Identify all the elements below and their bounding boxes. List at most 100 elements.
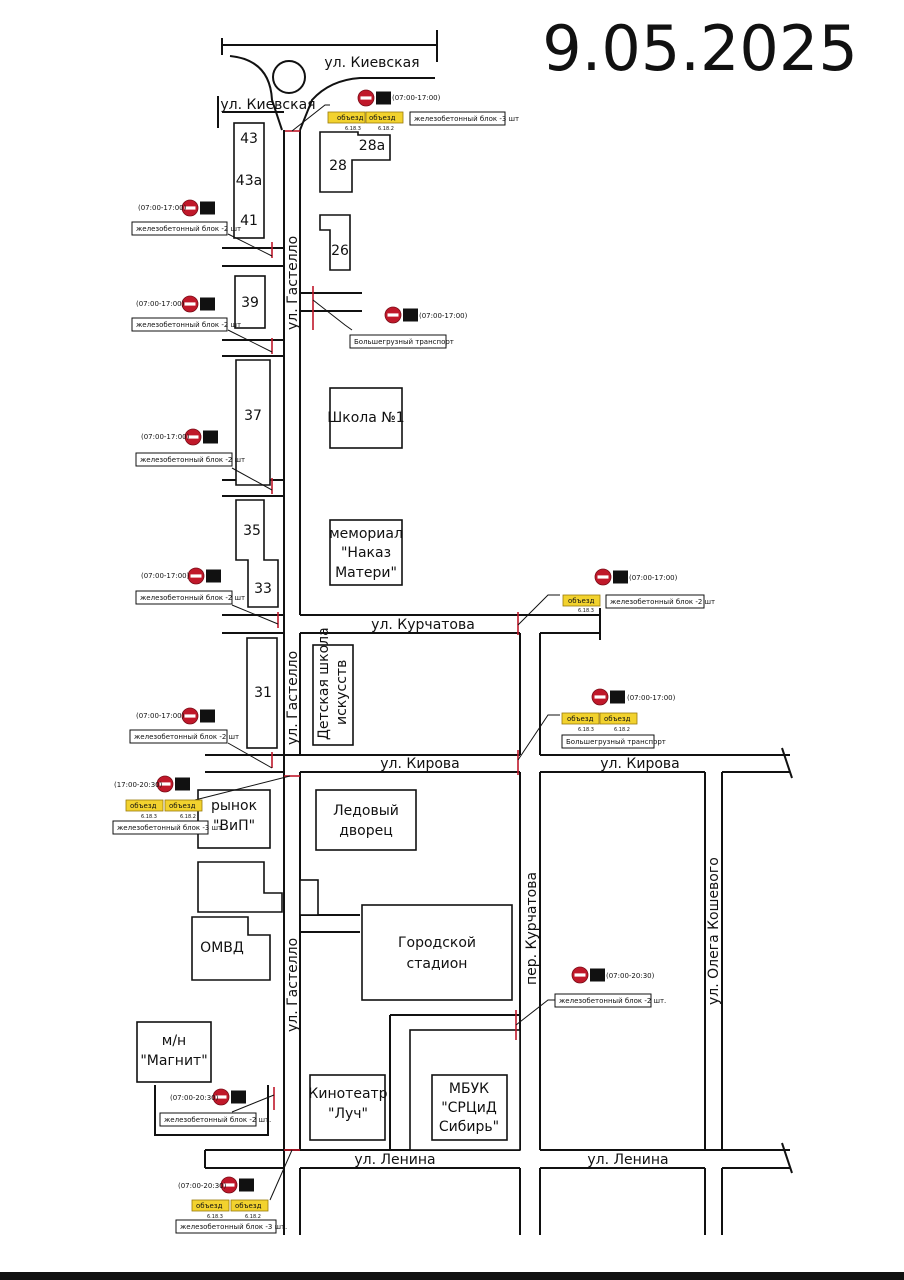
cinema-label-2: "Луч" [328,1106,368,1122]
map-date: 9.05.2025 [542,12,858,85]
building-26: 26 [331,243,349,259]
memorial-label-2: "Наказ [341,545,391,561]
mbuk-label-3: Сибирь" [439,1119,499,1135]
closure-barrier-note: железобетонный блок -2 шт. [164,1116,271,1124]
closure-lenina: (07:00-20:30) объезд объезд 6.18.3 6.18.… [175,1149,300,1234]
closure-barrier-note: железобетонный блок -2 шт [134,733,239,741]
memorial-label-1: мемориал [329,526,403,542]
closure-time: (07:00-17:00) [419,312,468,320]
sign-code-6-18-2: 6.18.2 [614,727,630,733]
street-label-koshevogo: ул. Олега Кошевого [706,857,722,1005]
detour-sign: объезд [568,597,595,605]
closure-barrier-note: железобетонный блок -2 шт [610,598,715,606]
closure-barrier-note: железобетонный блок -2 шт [136,225,241,233]
closure-barrier-note: железобетонный блок -3 шт. [180,1223,287,1231]
closure-kievskaya: (07:00-17:00) объезд объезд 6.18.3 6.18.… [285,89,519,132]
detour-sign-right: объезд [369,114,396,122]
closure-time: (07:00-17:00) [141,572,190,580]
closure-barrier-note: железобетонный блок -2 шт. [559,997,666,1005]
sign-code-6-18-2: 6.18.2 [378,126,394,132]
omvd-label: ОМВД [200,940,244,956]
closure-vehicle-note: Большегрузный транспорт [566,738,666,746]
building-41: 41 [240,213,258,229]
closure-time: (07:00-20:30) [170,1094,219,1102]
closure-west-31: (07:00-17:00) железобетонный блок -2 шт [129,707,273,769]
mbuk-label-1: МБУК [449,1081,489,1097]
buildings: 43 43а 41 39 37 35 33 31 28 28а 26 Школа… [136,122,521,1151]
sign-code-6-18-3: 6.18.3 [207,1214,223,1220]
closure-barrier-note: железобетонный блок -2 шт [140,456,245,464]
closure-time: (07:00-17:00) [136,300,185,308]
building-35: 35 [243,523,261,539]
closure-west-41: (07:00-17:00) железобетонный блок -2 шт [131,199,273,258]
market-label-2: "ВиП" [213,818,255,834]
closure-barrier-note: железобетонный блок -3 шт [117,824,222,832]
closure-time: (17:00-20:30) [114,781,163,789]
sign-code-6-18-3: 6.18.3 [578,608,594,614]
building-33: 33 [254,581,272,597]
mbuk-label-2: "СРЦиД [441,1100,497,1116]
street-label-kirova-west: ул. Кирова [380,756,459,772]
building-37: 37 [244,408,262,424]
sign-code-6-18-3: 6.18.3 [345,126,361,132]
closure-kirova-east: (07:00-17:00) объезд объезд 6.18.3 6.18.… [517,688,676,775]
street-label-kirova-east: ул. Кирова [600,756,679,772]
magnit-label-1: м/н [162,1033,186,1049]
detour-sign-left: объезд [130,802,157,810]
detour-sign-right: объезд [169,802,196,810]
art-school-label-1: Детская школа [316,627,332,740]
market-label-1: рынок [211,798,257,814]
closure-time: (07:00-20:30) [178,1182,227,1190]
closure-per-kurchatova: (07:00-20:30) железобетонный блок -2 шт. [515,966,666,1040]
sign-code-6-18-2: 6.18.2 [245,1214,261,1220]
closure-time: (07:00-17:00) [141,433,190,441]
bottom-bar [0,1272,904,1280]
detour-sign-right: объезд [604,715,631,723]
road-network [154,30,793,1235]
street-label-kurchatova: ул. Курчатова [371,617,475,633]
magnit-label-2: "Магнит" [140,1053,207,1069]
closure-time: (07:00-17:00) [138,204,187,212]
closure-barrier-note: железобетонный блок -2 шт [136,321,241,329]
cinema-label-1: Кинотеатр [308,1086,387,1102]
building-43: 43 [240,131,258,147]
building-39: 39 [241,295,259,311]
closure-time: (07:00-17:00) [629,574,678,582]
memorial-label-3: Матери" [335,565,397,581]
street-labels: ул. Киевская ул. Киевская ул. Гастелло у… [220,55,722,1168]
building-28: 28 [329,158,347,174]
stadium-label-2: стадион [407,956,468,972]
closure-time: (07:00-20:30) [606,972,655,980]
closure-east-26: (07:00-17:00) Большегрузный транспорт [312,286,468,349]
closure-west-39: (07:00-17:00) железобетонный блок -2 шт [131,295,273,354]
street-label-kievskaya-bottom: ул. Киевская [220,97,315,113]
closure-market: (17:00-20:30) объезд объезд 6.18.3 6.18.… [112,775,300,835]
detour-sign-right: объезд [235,1202,262,1210]
closure-magnit: (07:00-20:30) железобетонный блок -2 шт. [159,1087,275,1127]
street-label-gastello-north: ул. Гастелло [285,236,301,330]
detour-sign-left: объезд [567,715,594,723]
street-label-per-kurchatova: пер. Курчатова [524,872,540,985]
building-43a: 43а [236,173,262,189]
street-label-gastello-middle: ул. Гастелло [285,651,301,745]
ice-palace-label-1: Ледовый [333,803,399,819]
closure-west-33: (07:00-17:00) железобетонный блок -2 шт [135,567,279,628]
school-label: Школа №1 [327,410,404,426]
closure-time: (07:00-17:00) [392,94,441,102]
street-label-kievskaya-top: ул. Киевская [324,55,419,71]
detour-sign-left: объезд [196,1202,223,1210]
closure-barrier-note: железобетонный блок -2 шт [140,594,245,602]
closure-kurchatova: (07:00-17:00) объезд 6.18.3 железобетонн… [517,568,715,635]
sign-code-6-18-3: 6.18.3 [141,814,157,820]
sign-code-6-18-3: 6.18.3 [578,727,594,733]
sign-code-6-18-2: 6.18.2 [180,814,196,820]
ice-palace-label-2: дворец [339,823,393,839]
building-31: 31 [254,685,272,701]
closure-time: (07:00-17:00) [136,712,185,720]
stadium-label-1: Городской [398,935,476,951]
building-28a: 28а [359,138,385,154]
street-label-gastello-south: ул. Гастелло [285,938,301,1032]
street-label-lenina-east: ул. Ленина [587,1152,668,1168]
art-school-label-2: искусств [334,660,350,725]
